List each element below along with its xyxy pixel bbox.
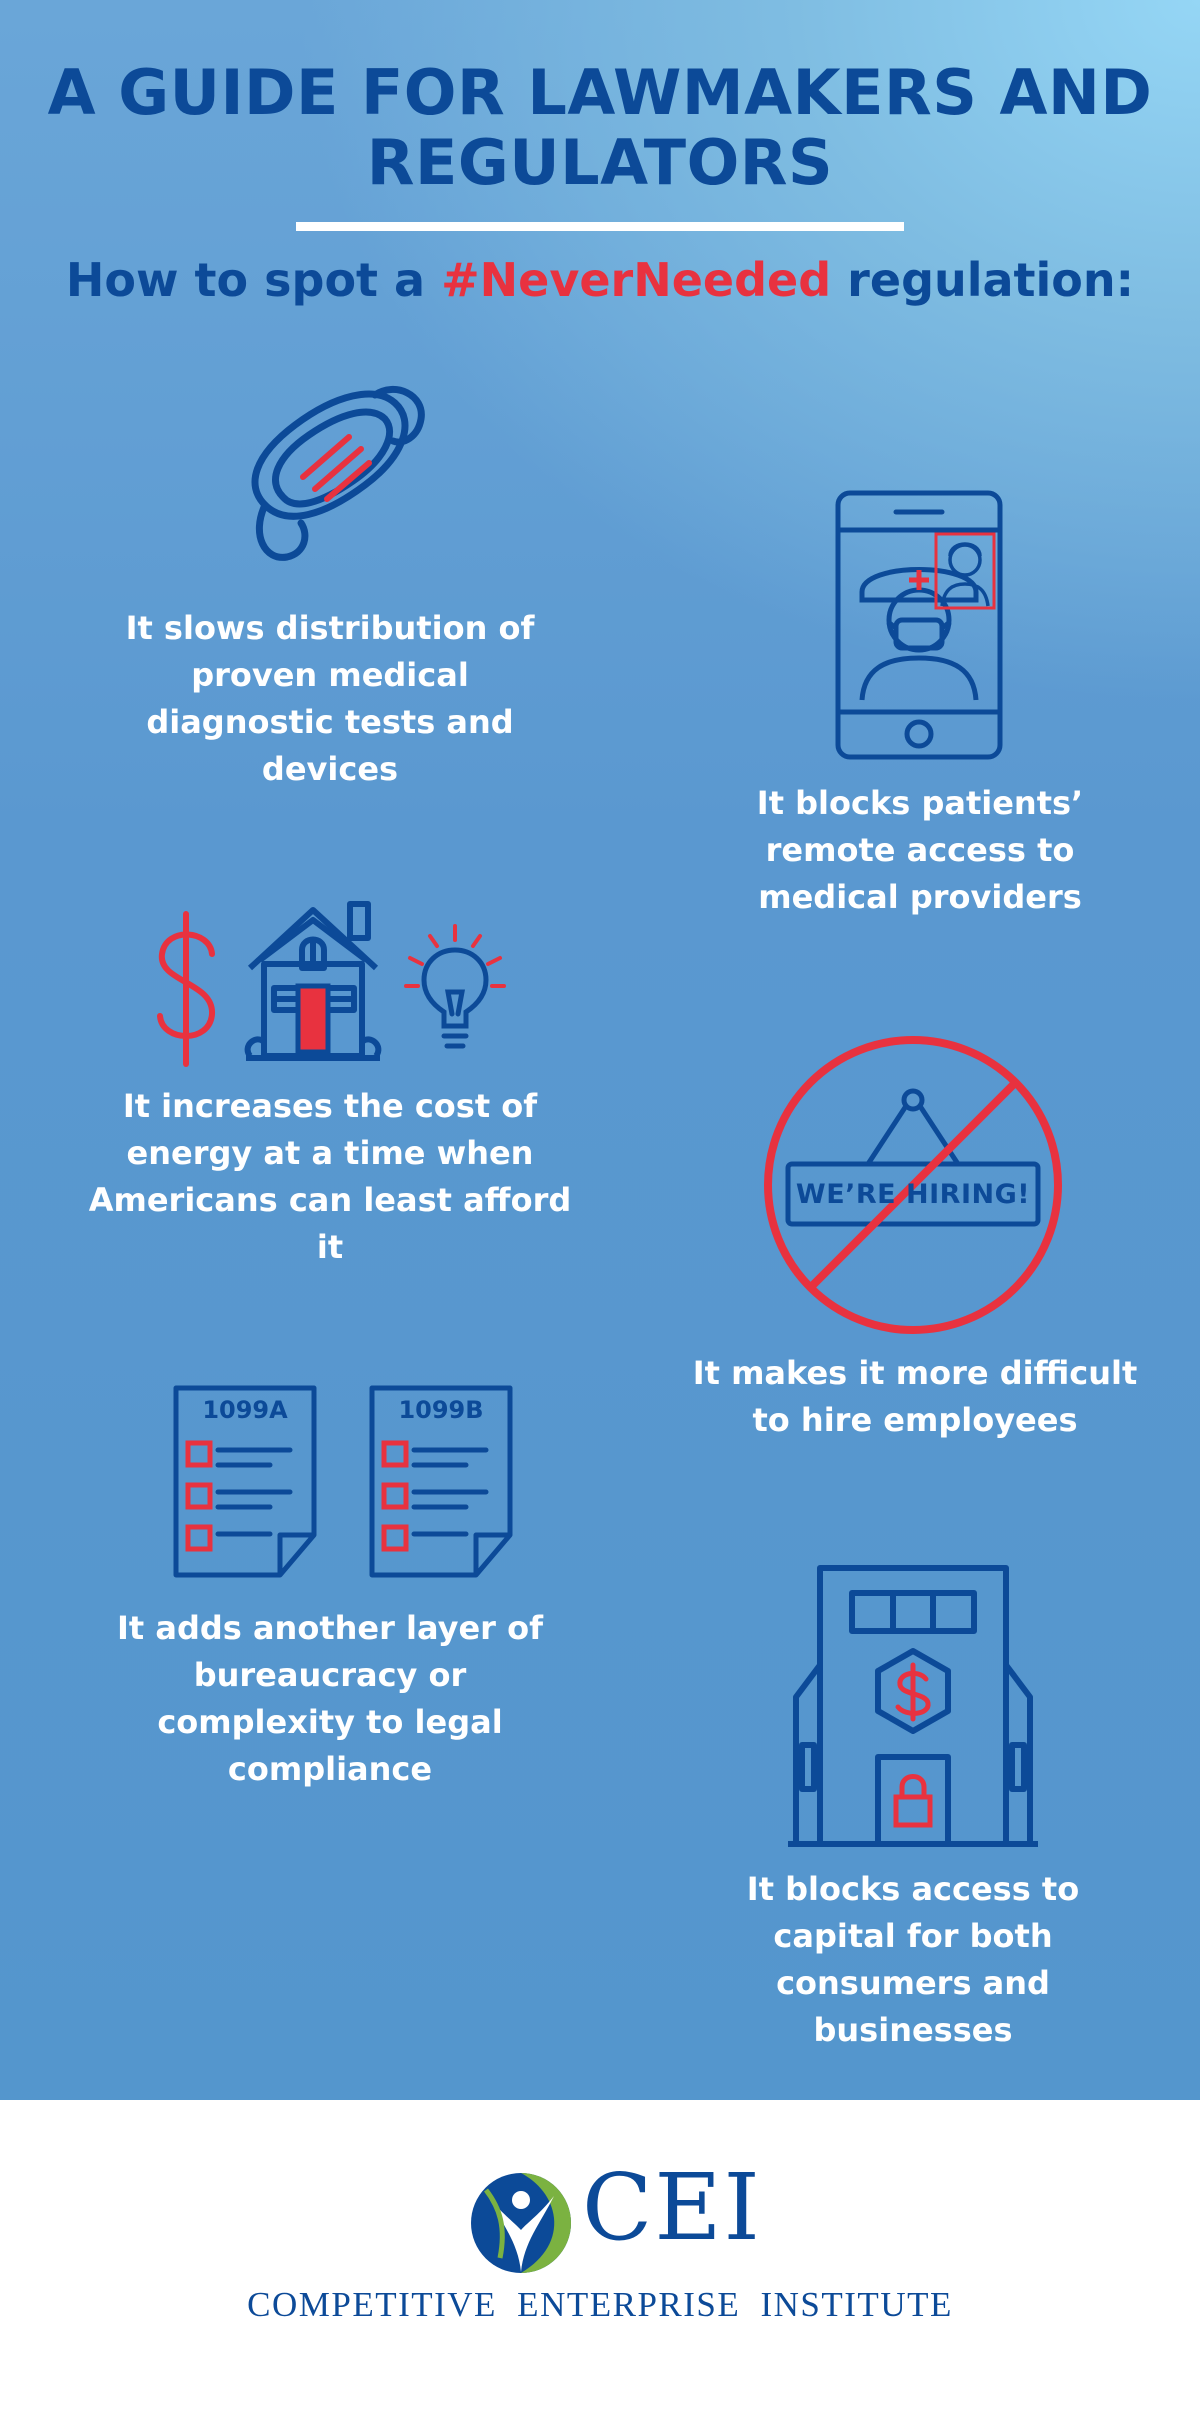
hiring-sign-text: WE’RE HIRING! bbox=[795, 1179, 1031, 1210]
no-hiring-sign-icon: WE’RE HIRING! bbox=[758, 1030, 1068, 1340]
cei-logo-icon bbox=[471, 2173, 571, 2273]
item-3-caption: It increases the cost of energy at a tim… bbox=[88, 1087, 572, 1266]
item-6-caption: It blocks access to capital for both con… bbox=[746, 1870, 1080, 2049]
medical-mask-icon bbox=[251, 385, 425, 561]
page-title: A GUIDE FOR LAWMAKERS AND REGULATORS bbox=[47, 56, 1153, 199]
cei-logo-text: CEI bbox=[582, 2154, 762, 2261]
form-b-label: 1099B bbox=[398, 1396, 484, 1424]
bank-building-icon bbox=[788, 1565, 1038, 1847]
tax-forms-icon: 1099A 1099B bbox=[172, 1385, 517, 1580]
item-4-caption: It makes it more difficult to hire emplo… bbox=[692, 1354, 1138, 1439]
form-a-label: 1099A bbox=[202, 1396, 288, 1424]
subtitle-hashtag: #NeverNeeded bbox=[441, 253, 832, 307]
title-divider bbox=[296, 222, 904, 231]
subtitle-suffix: regulation: bbox=[831, 253, 1135, 307]
energy-cost-icon bbox=[157, 901, 506, 1067]
page-subtitle: How to spot a #NeverNeeded regulation: bbox=[0, 250, 1200, 310]
item-1-caption: It slows distribution of proven medical … bbox=[125, 609, 535, 788]
infographic-poster: A GUIDE FOR LAWMAKERS AND REGULATORS How… bbox=[0, 0, 1200, 2100]
organization-name: COMPETITIVE ENTERPRISE INSTITUTE bbox=[247, 2285, 953, 2324]
telehealth-phone-icon bbox=[835, 490, 1003, 760]
item-5-caption: It adds another layer of bureaucracy or … bbox=[117, 1609, 543, 1788]
item-2-caption: It blocks patients’ remote access to med… bbox=[756, 784, 1084, 916]
footer bbox=[0, 2100, 1200, 2410]
subtitle-prefix: How to spot a bbox=[65, 253, 442, 307]
